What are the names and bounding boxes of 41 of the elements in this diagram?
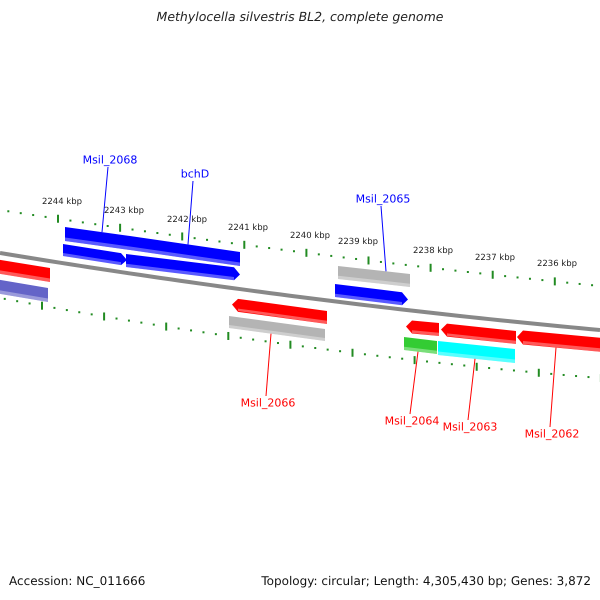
gene-label: Msil_2063 — [442, 422, 498, 432]
scale-label: 2240 kbp — [290, 232, 330, 240]
leader-line — [550, 347, 556, 428]
title: Methylocella silvestris BL2, complete genome — [156, 11, 444, 24]
leader-line — [380, 206, 386, 272]
gene-bar — [232, 298, 327, 324]
gene-bar — [126, 254, 240, 281]
scale-label: 2242 kbp — [166, 215, 208, 224]
gene-label: Msil_2062 — [524, 428, 580, 440]
gene-bar — [229, 316, 325, 341]
gene-label: Msil_2065 — [356, 194, 410, 204]
gene-bar — [406, 320, 439, 336]
scale-label: 2241 kbp — [228, 224, 268, 232]
gene-bar — [335, 284, 408, 306]
gene-bar — [404, 337, 437, 354]
gene-bar — [65, 227, 130, 250]
leader-line — [410, 351, 418, 414]
scale-label: 2238 kbp — [412, 246, 454, 255]
scale-label: 2236 kbp — [536, 260, 578, 268]
scale-label: 2239 kbp — [338, 237, 378, 246]
gene-label: Msil_2068 — [82, 154, 138, 166]
gene-label: bchD — [180, 168, 210, 180]
leader-line — [266, 333, 272, 396]
scale-label: 2243 kbp — [104, 206, 144, 215]
gene-bar — [130, 236, 240, 266]
gene-bar — [63, 244, 127, 266]
gene-bar — [517, 330, 600, 352]
gene-bar — [338, 266, 410, 287]
gene-label: Msil_2064 — [384, 416, 440, 426]
scale-label: 2244 kbp — [42, 197, 82, 206]
accession-text: Accession: NC_011666 — [9, 575, 146, 587]
genome-info-text: Topology: circular; Length: 4,305,430 bp; Genes: 3,872 — [261, 575, 591, 587]
gene-bar — [438, 341, 515, 363]
gene-bar — [0, 279, 48, 302]
gene-label: Msil_2066 — [240, 398, 296, 408]
leader-line — [188, 180, 194, 245]
gene-bar — [0, 259, 50, 282]
gene-bar — [441, 324, 516, 344]
leader-line — [102, 166, 108, 233]
scale-label: 2237 kbp — [474, 253, 516, 262]
leader-line — [468, 358, 476, 420]
